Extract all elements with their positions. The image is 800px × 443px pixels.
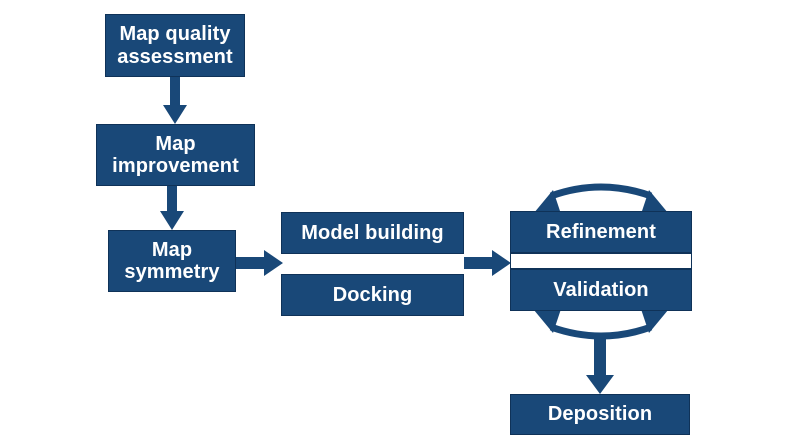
node-refinement[interactable]: Refinement bbox=[510, 211, 692, 253]
node-map-quality-assessment[interactable]: Map quality assessment bbox=[105, 14, 245, 77]
cycle-gap-separator bbox=[510, 253, 692, 269]
node-deposition[interactable]: Deposition bbox=[510, 394, 690, 435]
node-model-building[interactable]: Model building bbox=[281, 212, 464, 254]
node-validation[interactable]: Validation bbox=[510, 269, 692, 311]
arrow-improvement-to-symmetry bbox=[160, 186, 184, 230]
node-docking[interactable]: Docking bbox=[281, 274, 464, 316]
arrow-modelbuilding-to-refinement bbox=[464, 250, 511, 276]
node-map-improvement[interactable]: Map improvement bbox=[96, 124, 255, 186]
arrow-assessment-to-improvement bbox=[163, 77, 187, 124]
node-map-symmetry[interactable]: Map symmetry bbox=[108, 230, 236, 292]
arrow-symmetry-to-modelbuilding bbox=[236, 250, 283, 276]
arrow-cycle-to-deposition bbox=[586, 334, 614, 394]
